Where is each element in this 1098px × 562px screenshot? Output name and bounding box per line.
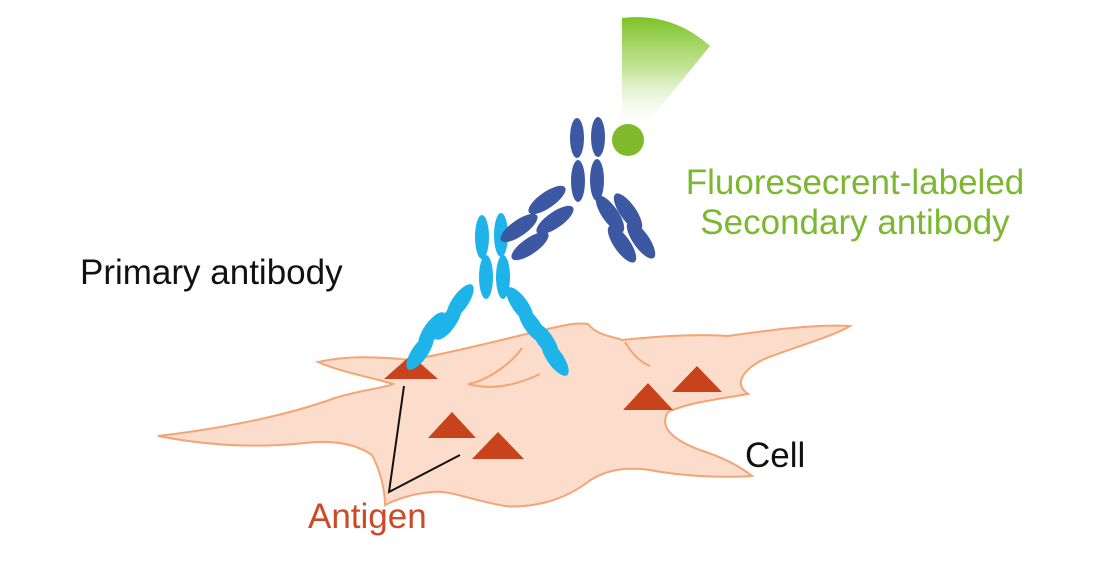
antigen-pointer-line xyxy=(387,385,461,494)
secondary-antibody-label: Fluoresecrent-labeled Secondary antibody xyxy=(655,163,1055,243)
cell-fold xyxy=(624,341,651,367)
cell-shape xyxy=(157,322,854,508)
antigen-triangle-icon xyxy=(472,432,524,459)
fluorophore-circle-icon xyxy=(612,124,644,156)
secondary-antibody-label-line2: Secondary antibody xyxy=(700,203,1010,242)
fluorescence-emission-beam xyxy=(622,17,710,133)
primary-antibody xyxy=(406,213,569,376)
cell-label: Cell xyxy=(745,436,806,475)
primary-antibody-label: Primary antibody xyxy=(80,253,343,292)
antigen-triangle-icon xyxy=(672,366,722,392)
secondary-antibody-label-line1: Fluoresecrent-labeled xyxy=(685,163,1025,202)
cell-fold xyxy=(467,347,541,388)
antigen-triangle-icon xyxy=(623,383,673,410)
secondary-antibody xyxy=(500,117,656,263)
antigen-label: Antigen xyxy=(308,497,427,536)
antigen-triangle-icon xyxy=(428,412,476,438)
